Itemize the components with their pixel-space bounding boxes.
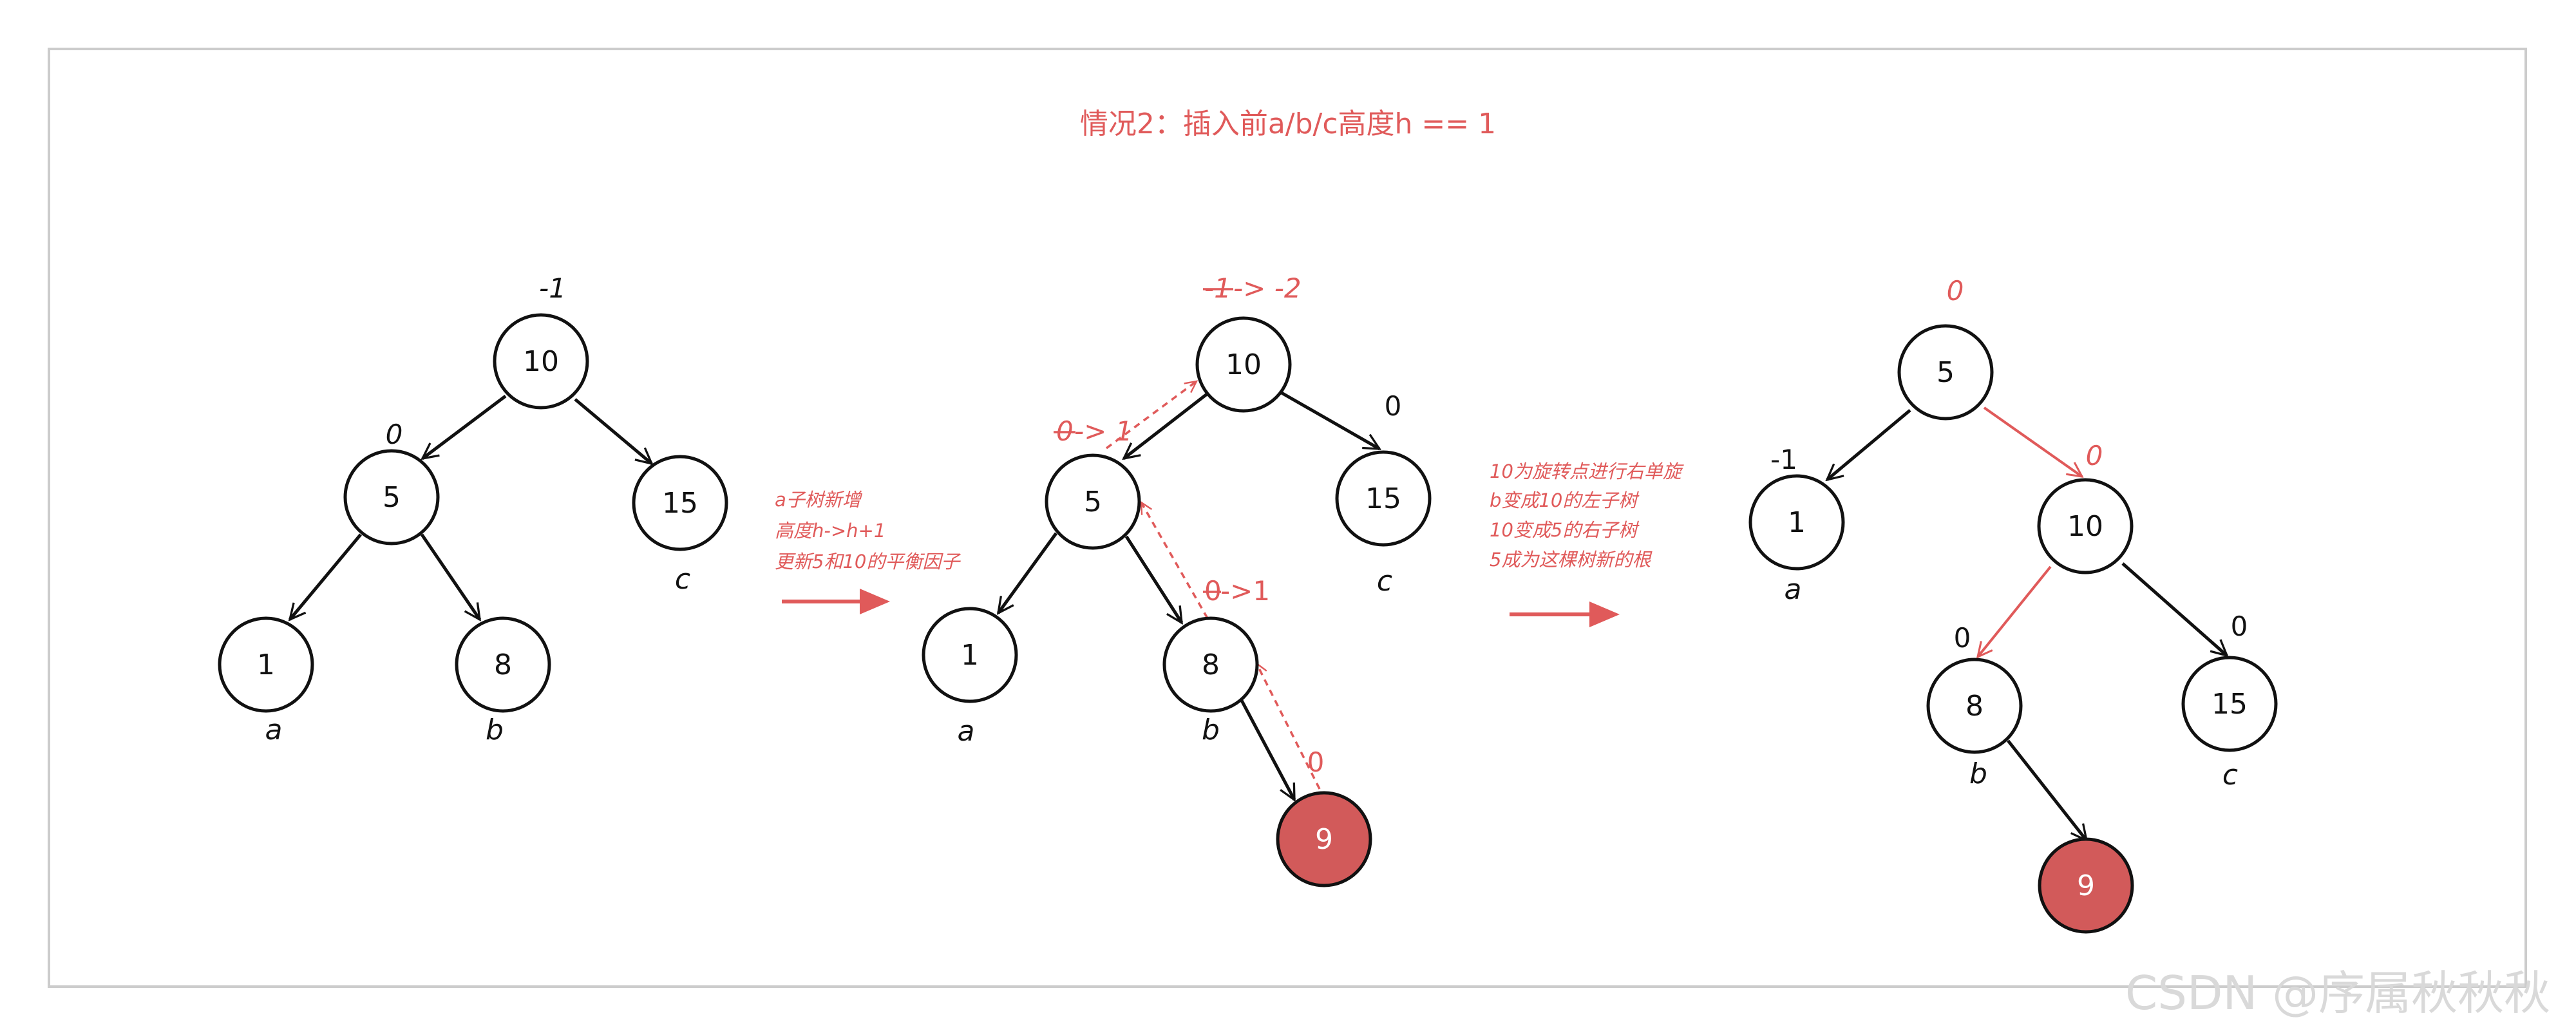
balance-factor-10: 0: [2086, 440, 2103, 471]
edge-5-10: [1983, 406, 2082, 477]
edge-5-1: [1827, 409, 1911, 480]
step1-arrow-icon: [782, 589, 890, 614]
svg-text:15: 15: [1365, 482, 1401, 515]
svg-text:高度h->h+1: 高度h->h+1: [775, 520, 886, 542]
tree-node-15: 15: [632, 455, 728, 551]
edge-10-5: [1124, 393, 1208, 459]
svg-text:15: 15: [662, 487, 698, 520]
balance-factor-9: 0: [1307, 746, 1325, 778]
tree-node-8: 8: [1926, 658, 2023, 754]
svg-text:更新5和10的平衡因子: 更新5和10的平衡因子: [775, 551, 961, 573]
tree-node-8: 8: [1162, 616, 1259, 713]
svg-text:8: 8: [1202, 649, 1220, 681]
svg-text:10: 10: [523, 345, 559, 378]
balance-factor-8: 0 ->1: [1203, 575, 1270, 607]
svg-text:8: 8: [1965, 690, 1984, 723]
panel-after-rotation: 5 1 10 8 15 9 0 -1 0 0 0 a b c: [1748, 275, 2278, 934]
subtree-label-c: c: [1377, 565, 1392, 598]
subtree-label-c: c: [675, 563, 690, 596]
edge-8-9: [2007, 739, 2087, 840]
subtree-label-a: a: [265, 714, 283, 746]
tree-node-10: 10: [1195, 316, 1292, 413]
balance-factor-5: 0 -> 1: [1054, 415, 1132, 447]
tree-node-15: 15: [2181, 656, 2278, 752]
subtree-label-a: a: [1785, 573, 1802, 606]
edge-5-1: [290, 533, 362, 620]
update-arrow-5-10: [1105, 381, 1197, 450]
balance-factor-15: 0: [2231, 611, 2248, 642]
edge-5-1: [998, 532, 1058, 613]
svg-text:10: 10: [2067, 510, 2103, 543]
svg-text:10: 10: [1226, 348, 1262, 381]
svg-text:5: 5: [1084, 486, 1102, 518]
edge-5-8: [1124, 535, 1184, 623]
diagram-title: 情况2：插入前a/b/c高度h == 1: [1080, 108, 1496, 140]
balance-factor-5: 0: [1947, 275, 1964, 307]
tree-node-5: 5: [343, 449, 440, 545]
subtree-label-a: a: [958, 715, 975, 748]
edge-10-15: [1280, 391, 1379, 451]
svg-text:5成为这棵树新的根: 5成为这棵树新的根: [1490, 549, 1653, 571]
balance-factor-8: 0: [1954, 622, 1971, 654]
svg-text:8: 8: [494, 649, 512, 681]
edge-10-8: [1978, 565, 2052, 657]
svg-text:-> 1: -> 1: [1074, 415, 1132, 447]
tree-node-1: 1: [1748, 474, 1845, 571]
subtree-label-c: c: [2222, 759, 2238, 791]
balance-factor-5: 0: [386, 419, 403, 450]
svg-text:1: 1: [257, 649, 275, 681]
step2-annotation: 10为旋转点进行右单旋 b变成10的左子树 10变成5的右子树 5成为这棵树新的…: [1490, 460, 1684, 571]
edge-10-15: [2121, 562, 2227, 656]
subtree-label-b: b: [486, 714, 504, 746]
subtree-label-b: b: [1202, 714, 1220, 746]
step2-arrow-icon: [1510, 602, 1620, 627]
watermark: CSDN @序属秋秋秋: [2125, 966, 2550, 1020]
balance-factor-10: -1 -> -2: [1203, 272, 1302, 304]
tree-node-9-new: 9: [1276, 791, 1372, 887]
tree-node-8: 8: [455, 616, 551, 713]
tree-node-1: 1: [922, 607, 1018, 703]
panel-after-insert: 10 5 15 1 8 9 -1 -> -2 0: [922, 272, 1432, 887]
edge-10-5: [422, 395, 507, 459]
svg-text:1: 1: [1788, 506, 1806, 539]
tree-node-5: 5: [1045, 453, 1141, 550]
svg-text:->1: ->1: [1220, 575, 1270, 607]
tree-node-10: 10: [493, 313, 589, 410]
svg-text:5: 5: [383, 481, 401, 514]
edge-10-15: [574, 398, 652, 464]
balance-factor-1: -1: [1770, 444, 1797, 475]
tree-node-9-new: 9: [2038, 837, 2134, 934]
svg-text:b变成10的左子树: b变成10的左子树: [1490, 489, 1640, 511]
tree-node-5-root: 5: [1897, 324, 1994, 421]
tree-node-1: 1: [218, 616, 314, 713]
subtree-label-b: b: [1969, 757, 1987, 790]
step1-annotation: a子树新增 高度h->h+1 更新5和10的平衡因子: [775, 489, 961, 573]
svg-text:-> -2: -> -2: [1233, 272, 1302, 304]
svg-text:10为旋转点进行右单旋: 10为旋转点进行右单旋: [1490, 460, 1684, 482]
tree-node-15: 15: [1335, 450, 1432, 547]
balance-factor-10: -1: [539, 272, 566, 304]
svg-text:a子树新增: a子树新增: [775, 489, 863, 511]
balance-factor-15: 0: [1385, 390, 1402, 422]
update-arrow-9-8: [1255, 663, 1321, 790]
svg-text:15: 15: [2211, 688, 2248, 721]
svg-text:5: 5: [1937, 356, 1955, 389]
tree-node-10: 10: [2037, 478, 2134, 574]
edge-5-8: [420, 533, 480, 620]
svg-text:9: 9: [1315, 823, 1333, 856]
edge-8-9: [1238, 696, 1296, 800]
panel-before-insert: 10 5 15 1 8 -1 0 c a b: [218, 272, 728, 746]
svg-text:10变成5的右子树: 10变成5的右子树: [1490, 519, 1640, 541]
svg-text:1: 1: [961, 639, 979, 672]
svg-text:9: 9: [2077, 869, 2095, 902]
